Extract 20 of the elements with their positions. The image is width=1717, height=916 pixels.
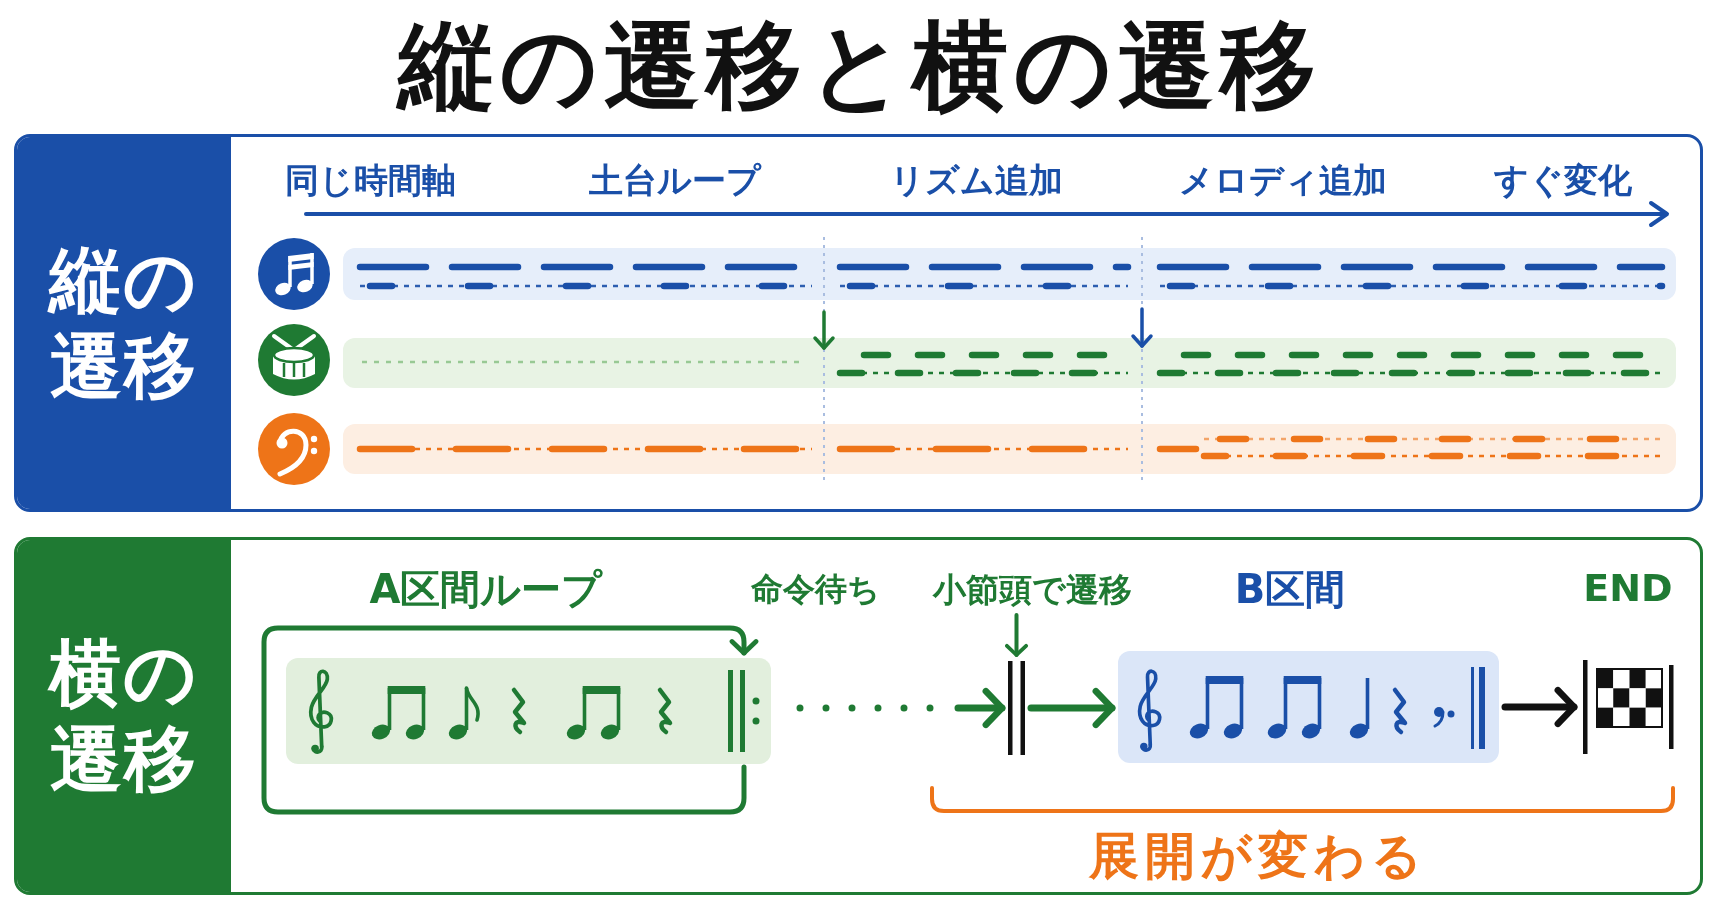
- bracket-label: 展開が変わる: [1088, 828, 1428, 886]
- section-heading: B区間: [1234, 566, 1346, 612]
- panel-heading: 縦の遷移: [46, 236, 200, 410]
- title: 縦の遷移と横の遷移: [398, 10, 1322, 122]
- timeline-label: リズム追加: [889, 161, 1063, 201]
- timeline-label: 土台ループ: [589, 161, 761, 201]
- arrow: [1027, 687, 1116, 729]
- timeline-label: メロディ追加: [1179, 161, 1387, 201]
- section-heading: A区間ループ: [369, 566, 603, 612]
- arrow: [1501, 686, 1578, 728]
- panel-heading: 横の遷移: [46, 629, 200, 803]
- annotation-text: 小節頭で遷移: [932, 571, 1132, 609]
- panel: [14, 134, 1703, 512]
- timeline-label: 同じ時間軸: [284, 161, 456, 201]
- timeline-label: すぐ変化: [1494, 161, 1632, 201]
- panel: [14, 537, 1703, 895]
- step-label: 命令待ち: [750, 570, 880, 608]
- section-heading: END: [1583, 567, 1673, 611]
- pointer-arrow: [1005, 612, 1028, 657]
- double-barline: [1008, 661, 1025, 755]
